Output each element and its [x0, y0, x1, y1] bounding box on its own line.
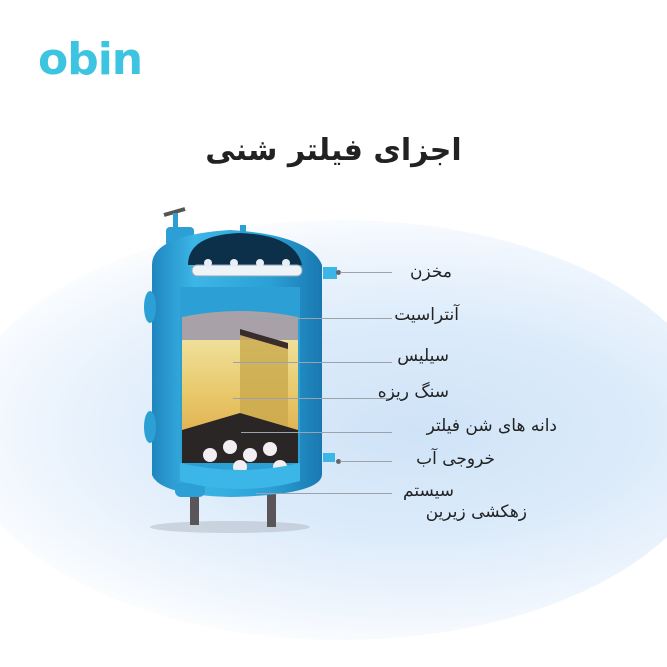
leader-line — [233, 398, 392, 399]
sand-filter-illustration — [144, 207, 337, 533]
brand-logo: obin — [38, 34, 143, 85]
background-glow — [0, 220, 667, 640]
label-tank: مخزن — [410, 262, 452, 282]
pointer-dot — [336, 270, 341, 275]
page-title: اجزای فیلتر شنی — [205, 133, 462, 168]
label-water-outlet: خروجی آب — [416, 449, 495, 469]
leader-line — [340, 272, 392, 273]
pointer-dot — [336, 459, 341, 464]
leader-line — [241, 432, 392, 433]
label-gravel: سنگ ریزه — [377, 382, 449, 402]
leader-line — [256, 493, 392, 494]
label-silica: سیلیس — [397, 346, 449, 366]
label-anthracite: آنتراسیت — [394, 305, 459, 325]
leader-line — [340, 461, 392, 462]
label-underdrain-line2: زهکشی زیرین — [425, 502, 527, 522]
label-underdrain-line1: سیستم — [403, 481, 454, 501]
label-filter-grains: دانه های شن فیلتر — [426, 416, 557, 436]
leader-line — [233, 362, 392, 363]
leader-line — [243, 318, 392, 319]
